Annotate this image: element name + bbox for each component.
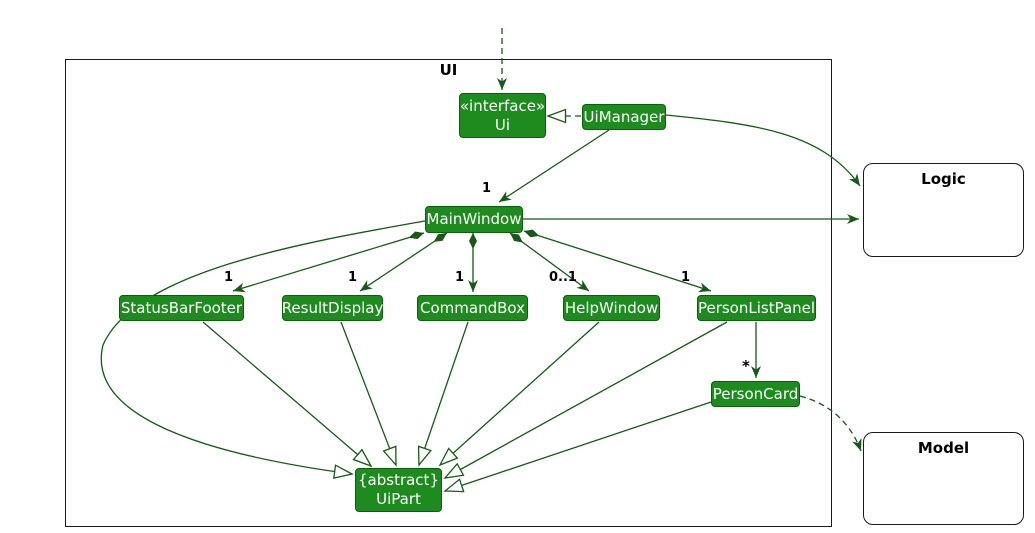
edge-statusbarfooter-extends-uipart <box>202 321 373 468</box>
edge-helpwindow-extends-uipart <box>438 321 600 467</box>
edge-uimanager-to-logic <box>665 114 861 187</box>
edge-personcard-extends-uipart <box>443 401 712 493</box>
class-helpwindow-name: HelpWindow <box>564 298 659 317</box>
class-statusbarfooter: StatusBarFooter <box>119 295 244 321</box>
component-model: Model <box>863 432 1024 525</box>
multiplicity-personlistpanel: 1 <box>681 270 691 285</box>
component-logic: Logic <box>863 163 1024 257</box>
ui-package-frame <box>65 59 832 527</box>
edge-mainwindow-extends-uipart <box>100 220 426 479</box>
class-statusbarfooter-name: StatusBarFooter <box>120 298 243 317</box>
multiplicity-statusbarfooter: 1 <box>224 270 234 285</box>
multiplicity-personcard: * <box>742 357 750 375</box>
class-helpwindow: HelpWindow <box>563 295 660 321</box>
class-resultdisplay-name: ResultDisplay <box>281 298 384 317</box>
class-uipart-name: UiPart <box>376 490 421 508</box>
multiplicity-commandbox: 1 <box>455 270 465 285</box>
multiplicity-helpwindow: 0..1 <box>549 270 577 285</box>
multiplicity-mainwindow: 1 <box>482 181 492 196</box>
class-commandbox: CommandBox <box>417 295 528 321</box>
class-ui-interface-stereotype: «interface» <box>459 96 546 115</box>
class-uipart-modifier: {abstract} <box>358 471 439 490</box>
edge-resultdisplay-extends-uipart <box>340 321 397 467</box>
multiplicity-resultdisplay: 1 <box>348 270 358 285</box>
class-personlistpanel-name: PersonListPanel <box>697 298 816 317</box>
component-logic-label: Logic <box>921 170 966 188</box>
class-personcard-name: PersonCard <box>712 384 799 403</box>
edge-uimanager-to-mainwindow <box>498 129 610 203</box>
class-commandbox-name: CommandBox <box>420 298 525 317</box>
class-uimanager-name: UiManager <box>583 107 665 126</box>
edge-mainwindow-composes-personlistpanel <box>523 229 712 293</box>
edge-mainwindow-composes-statusbarfooter <box>232 231 425 293</box>
class-personlistpanel: PersonListPanel <box>697 295 816 321</box>
edge-personlistpanel-extends-uipart <box>443 321 728 479</box>
class-ui-interface-name: Ui <box>494 115 511 134</box>
class-personcard: PersonCard <box>711 381 800 407</box>
edge-mainwindow-composes-resultdisplay <box>359 232 448 292</box>
ui-package-label: UI <box>439 61 458 79</box>
class-mainwindow-name: MainWindow <box>426 210 522 229</box>
component-model-label: Model <box>917 439 970 457</box>
class-ui-interface: «interface» Ui <box>459 93 546 138</box>
edge-commandbox-extends-uipart <box>417 321 469 467</box>
edge-personcard-to-model <box>799 395 862 452</box>
class-uipart: {abstract} UiPart <box>355 468 442 512</box>
class-mainwindow: MainWindow <box>425 206 523 233</box>
class-uimanager: UiManager <box>582 104 666 130</box>
class-resultdisplay: ResultDisplay <box>282 295 383 321</box>
